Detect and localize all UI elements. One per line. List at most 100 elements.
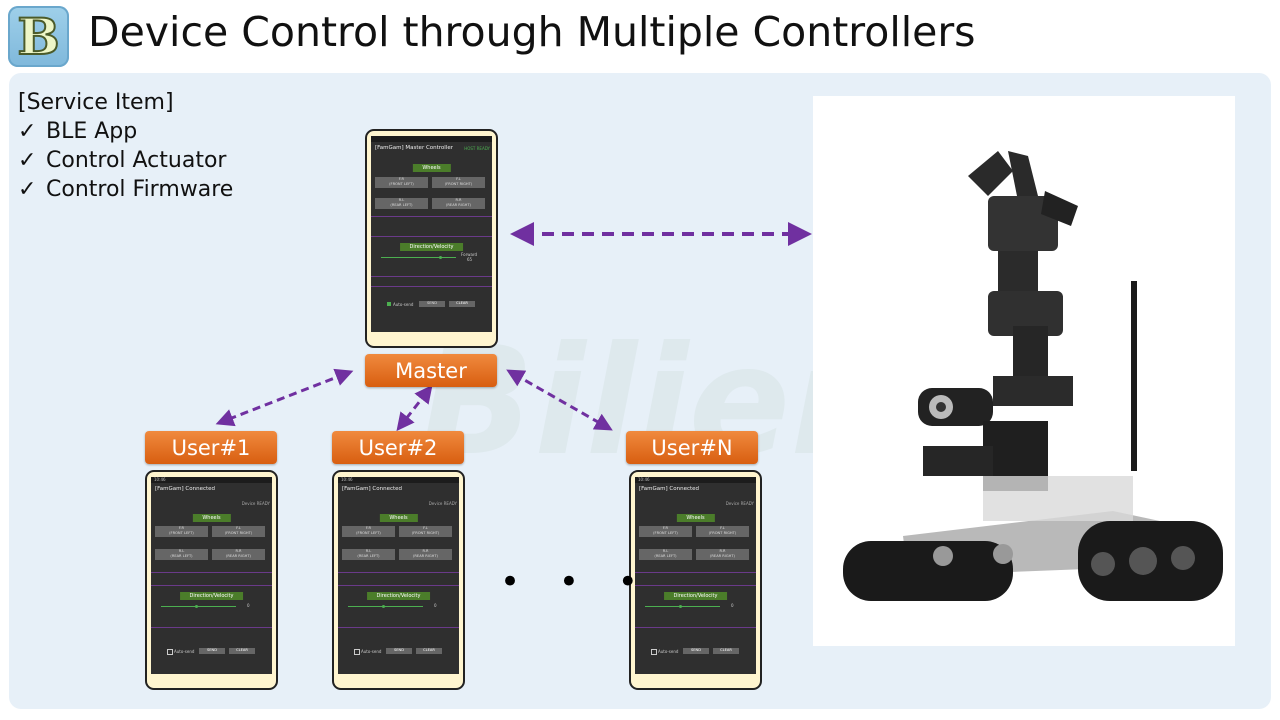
send-button[interactable]: SEND — [386, 648, 412, 654]
divider — [635, 585, 756, 586]
btn-sublabel: (FRONT LEFT) — [653, 531, 678, 535]
btn-sublabel: (REAR RIGHT) — [710, 554, 735, 558]
phone-screen: 10:46 [FamGam] Connected Device READY Wh… — [338, 477, 459, 674]
user2-phone: 10:46 [FamGam] Connected Device READY Wh… — [332, 470, 465, 690]
btn-label: R.R — [422, 549, 428, 553]
wheel-rr-button[interactable]: R.R(REAR RIGHT) — [212, 549, 265, 560]
btn-sublabel: (REAR LEFT) — [390, 203, 412, 207]
velocity-slider[interactable] — [381, 257, 456, 258]
btn-label: F.L — [423, 526, 428, 530]
autosend-label: Auto-send — [361, 649, 381, 654]
velocity-slider[interactable] — [348, 606, 423, 607]
divider — [635, 627, 756, 628]
velocity-slider[interactable] — [161, 606, 236, 607]
wheel-fl-button[interactable]: F.L(FRONT RIGHT) — [432, 177, 485, 188]
status-time: 10:46 — [638, 477, 650, 482]
phone-screen: [FamGam] Master Controller HOST READY Wh… — [371, 136, 492, 332]
clear-button[interactable]: CLEAR — [229, 648, 255, 654]
status-time: 10:46 — [341, 477, 353, 482]
status-hint: HOST READY — [464, 146, 490, 151]
btn-label: F.L — [720, 526, 725, 530]
btn-label: R.L — [366, 549, 372, 553]
velocity-slider[interactable] — [645, 606, 720, 607]
autosend-label: Auto-send — [658, 649, 678, 654]
app-title: [FamGam] Connected — [151, 483, 272, 495]
direction-header: Direction/Velocity — [400, 243, 464, 251]
wheel-fl-button[interactable]: F.L(FRONT RIGHT) — [399, 526, 452, 537]
btn-label: R.L — [179, 549, 185, 553]
status-hint: Device READY — [726, 501, 754, 506]
status-time: 10:46 — [154, 477, 166, 482]
wheels-header: Wheels — [412, 164, 450, 172]
slider-knob[interactable] — [382, 605, 385, 608]
user2-label: User#2 — [332, 431, 464, 464]
clear-button[interactable]: CLEAR — [713, 648, 739, 654]
wheel-rl-button[interactable]: R.L(REAR LEFT) — [375, 198, 428, 209]
btn-sublabel: (FRONT RIGHT) — [225, 531, 252, 535]
autosend-checkbox[interactable] — [387, 302, 391, 306]
btn-label: R.R — [455, 198, 461, 202]
speed-value: 0 — [731, 603, 734, 608]
arrow-master-userN — [514, 374, 605, 426]
slider-knob[interactable] — [439, 256, 442, 259]
send-button[interactable]: SEND — [419, 301, 445, 307]
userN-label: User#N — [626, 431, 758, 464]
autosend-checkbox[interactable] — [354, 649, 360, 655]
clear-button[interactable]: CLEAR — [416, 648, 442, 654]
btn-label: F.R — [663, 526, 668, 530]
btn-label: R.R — [719, 549, 725, 553]
divider — [371, 236, 492, 237]
btn-sublabel: (FRONT RIGHT) — [709, 531, 736, 535]
autosend-checkbox[interactable] — [167, 649, 173, 655]
wheels-header: Wheels — [379, 514, 417, 522]
wheel-fl-button[interactable]: F.L(FRONT RIGHT) — [696, 526, 749, 537]
send-button[interactable]: SEND — [683, 648, 709, 654]
btn-label: F.L — [236, 526, 241, 530]
speed-value: 0 — [247, 603, 250, 608]
wheel-rl-button[interactable]: R.L(REAR LEFT) — [155, 549, 208, 560]
divider — [371, 276, 492, 277]
btn-sublabel: (FRONT RIGHT) — [412, 531, 439, 535]
phone-screen: 10:46 [FamGam] Connected Device READY Wh… — [151, 477, 272, 674]
slider-knob[interactable] — [195, 605, 198, 608]
wheel-rl-button[interactable]: R.L(REAR LEFT) — [639, 549, 692, 560]
wheels-header: Wheels — [192, 514, 230, 522]
divider — [151, 585, 272, 586]
divider — [151, 572, 272, 573]
wheel-fr-button[interactable]: F.R(FRONT LEFT) — [342, 526, 395, 537]
status-hint: Device READY — [242, 501, 270, 506]
user1-phone: 10:46 [FamGam] Connected Device READY Wh… — [145, 470, 278, 690]
autosend-checkbox[interactable] — [651, 649, 657, 655]
wheel-rr-button[interactable]: R.R(REAR RIGHT) — [696, 549, 749, 560]
wheel-fr-button[interactable]: F.R(FRONT LEFT) — [375, 177, 428, 188]
autosend-label: Auto-send — [393, 302, 413, 307]
wheel-rr-button[interactable]: R.R(REAR RIGHT) — [432, 198, 485, 209]
speed-value: 65 — [467, 257, 472, 262]
btn-label: F.R — [366, 526, 371, 530]
master-phone: [FamGam] Master Controller HOST READY Wh… — [365, 129, 498, 348]
wheel-fr-button[interactable]: F.R(FRONT LEFT) — [155, 526, 208, 537]
btn-sublabel: (REAR RIGHT) — [446, 203, 471, 207]
btn-label: F.R — [179, 526, 184, 530]
clear-button[interactable]: CLEAR — [449, 301, 475, 307]
direction-header: Direction/Velocity — [664, 592, 728, 600]
divider — [338, 572, 459, 573]
slider-knob[interactable] — [679, 605, 682, 608]
send-button[interactable]: SEND — [199, 648, 225, 654]
btn-sublabel: (REAR RIGHT) — [413, 554, 438, 558]
speed-value: 0 — [434, 603, 437, 608]
arrow-master-user2 — [402, 392, 427, 424]
direction-header: Direction/Velocity — [180, 592, 244, 600]
user1-label: User#1 — [145, 431, 277, 464]
divider — [635, 572, 756, 573]
btn-sublabel: (REAR LEFT) — [654, 554, 676, 558]
wheel-fr-button[interactable]: F.R(FRONT LEFT) — [639, 526, 692, 537]
master-label: Master — [365, 354, 497, 387]
wheel-rl-button[interactable]: R.L(REAR LEFT) — [342, 549, 395, 560]
wheel-fl-button[interactable]: F.L(FRONT RIGHT) — [212, 526, 265, 537]
wheel-rr-button[interactable]: R.R(REAR RIGHT) — [399, 549, 452, 560]
robot-tank-photo — [813, 96, 1235, 646]
btn-sublabel: (REAR LEFT) — [357, 554, 379, 558]
arrow-master-user1 — [224, 374, 345, 421]
app-title: [FamGam] Connected — [338, 483, 459, 495]
